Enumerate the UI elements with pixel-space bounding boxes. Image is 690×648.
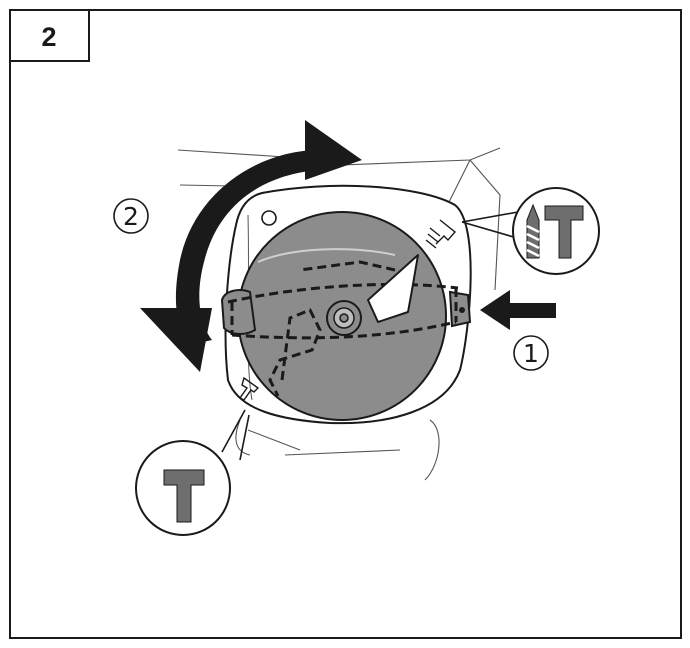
hidden-linkage-dashed (268, 260, 396, 397)
step-number: 2 (41, 22, 56, 52)
push-arrow (480, 290, 556, 330)
housing-mark-circle (261, 210, 277, 226)
callout-hammer (135, 409, 250, 536)
rotate-step-label: 2 (123, 202, 139, 231)
callout-rotate: 2 (113, 198, 149, 234)
callout-drill-hammer (461, 187, 600, 275)
housing-mark-drill-hammer (425, 219, 457, 249)
housing-mark-hammer (238, 376, 260, 401)
hammer-mode-icon (163, 469, 205, 523)
dial-hub (326, 300, 362, 336)
dial-rim-highlight (257, 248, 396, 263)
drill-hammer-mode-icon (526, 203, 584, 259)
rotate-arrow (140, 120, 362, 372)
locking-bar-dashed (227, 282, 459, 340)
callout-push: 1 (513, 335, 549, 371)
push-step-label: 1 (523, 339, 539, 368)
step-tab (9, 9, 90, 62)
dial-pointer-icon (367, 254, 419, 323)
